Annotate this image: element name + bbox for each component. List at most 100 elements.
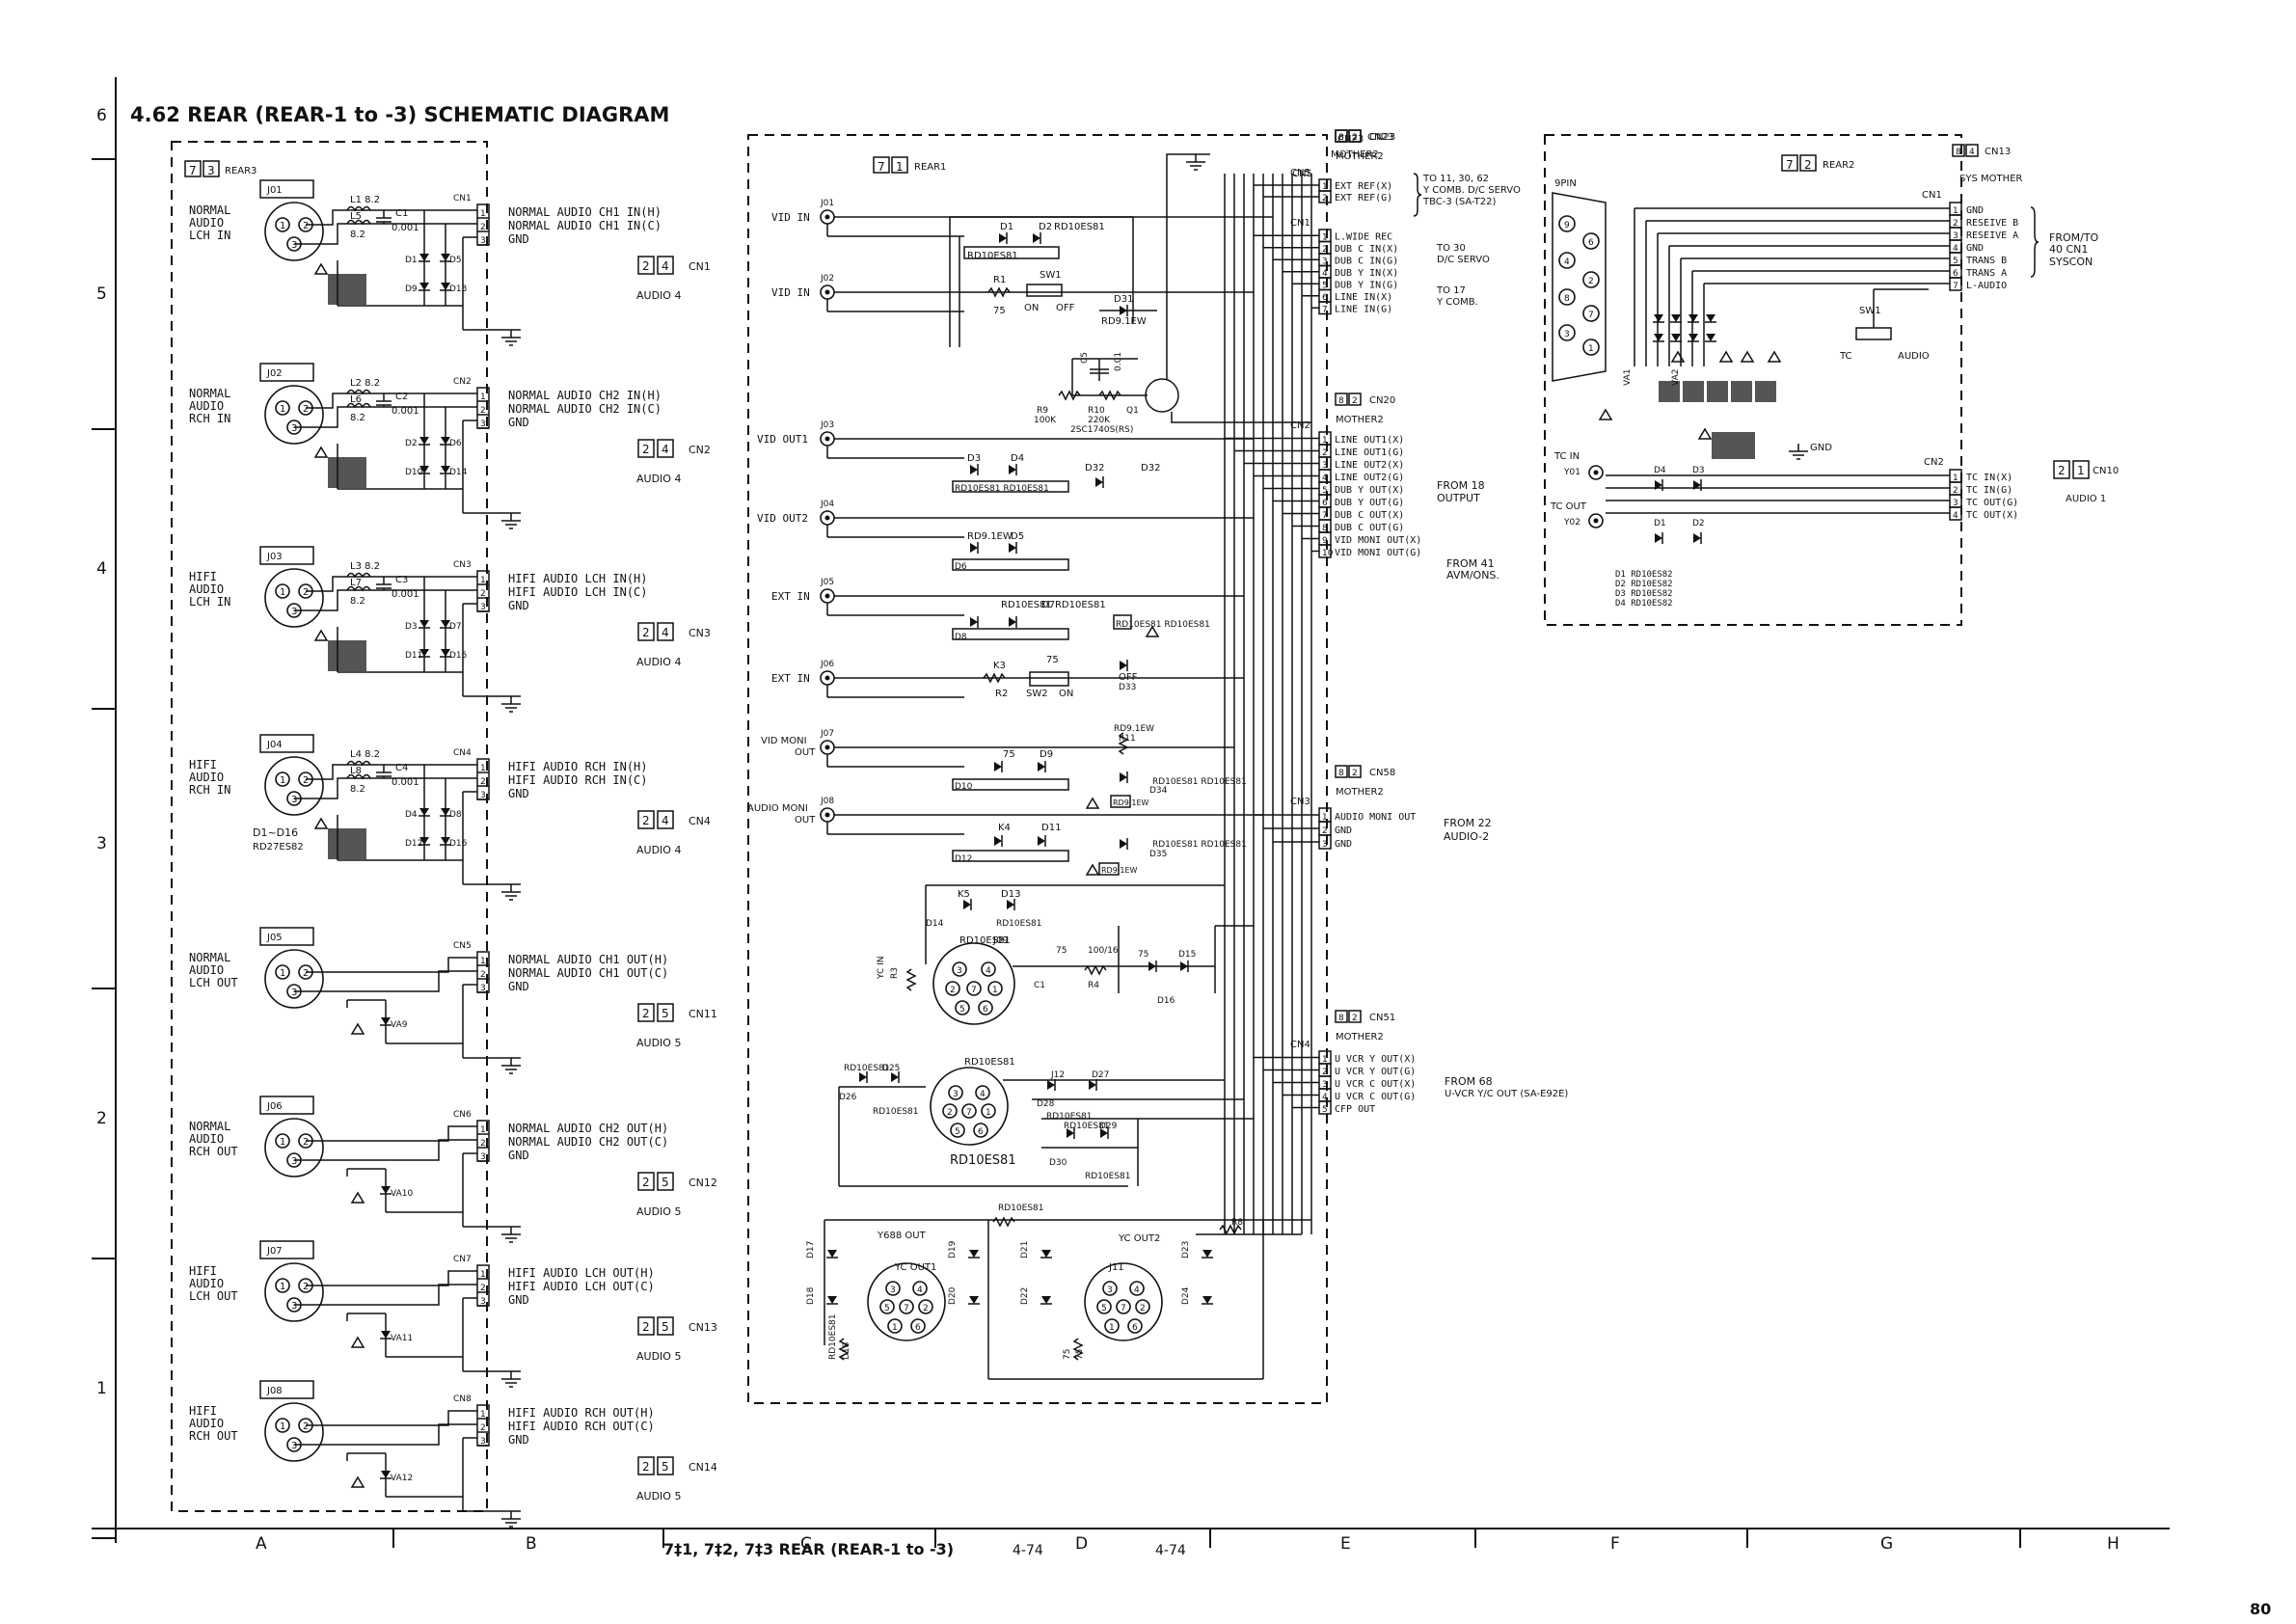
dest-num: 2 [642, 814, 650, 827]
cn-pin-num: 7 [1953, 282, 1958, 291]
cn-label: CN2 [453, 377, 472, 387]
cn-pin-name: RESEIVE A [1966, 230, 2018, 241]
header-cn: CN58 [1369, 768, 1395, 778]
jack-name: AUDIO [189, 1277, 224, 1290]
warning-triangle-icon [313, 446, 329, 458]
diode-symbol [1033, 232, 1041, 244]
part-label: RD10ES81 [967, 251, 1018, 261]
part-label: D32 [1141, 463, 1160, 474]
dsub-pin [1558, 324, 1576, 341]
grid-col-G: G [1880, 1534, 1893, 1554]
resistor-symbol [1084, 964, 1107, 976]
dest-num: 2 [642, 443, 650, 456]
diode-symbol [1202, 1250, 1213, 1259]
diode-label: D8 [449, 810, 462, 820]
grid-row-2: 2 [96, 1109, 107, 1128]
wire [294, 406, 477, 428]
diode-symbol [1040, 1296, 1052, 1305]
jack-tab [259, 927, 314, 946]
dest-label: FROM 18 [1437, 479, 1485, 492]
svg-text:7: 7 [1786, 158, 1794, 172]
diode-list: D1 RD10ES82 [1615, 570, 1673, 580]
inductor-label: L8 [350, 766, 362, 776]
diode-symbol [1040, 1250, 1052, 1259]
dest-label: SYSCON [2049, 256, 2093, 268]
jack-pin-num: 1 [280, 404, 285, 415]
cn-pin-num: 2 [480, 970, 486, 980]
part-label: OFF [1056, 303, 1075, 313]
svg-text:2: 2 [1352, 133, 1358, 143]
jack-id: J08 [820, 797, 834, 806]
signal-label: HIFI AUDIO RCH OUT(C) [508, 1420, 655, 1433]
inductor-symbol [346, 585, 371, 592]
diode-label: D2 [1692, 519, 1705, 528]
diode-symbol [419, 437, 430, 446]
svg-text:3: 3 [207, 164, 215, 177]
dsub-pin-num: 6 [1588, 238, 1594, 248]
diode-symbol [440, 283, 451, 291]
diode-note-part: RD27ES82 [253, 842, 304, 853]
part-label: 100K [1034, 416, 1057, 425]
cn-label: CN1 [453, 194, 472, 203]
box [637, 810, 655, 829]
grid-col-H: H [2107, 1534, 2120, 1554]
box [952, 628, 1069, 640]
cn-label: CN8 [453, 1394, 472, 1404]
header-num: 8 [1338, 769, 1344, 778]
box [1855, 327, 1892, 340]
part-label: D22 [1020, 1287, 1030, 1305]
part-label: D34 [1149, 786, 1168, 796]
cn-pin-num: 1 [480, 209, 486, 219]
wire [306, 576, 477, 592]
cn-label: CN1 [1922, 190, 1942, 201]
cn-pin-name: EXT REF(G) [1335, 193, 1392, 203]
ground-symbol [1789, 444, 1808, 460]
jack-name: AUDIO [189, 582, 224, 596]
diode-symbol [1095, 476, 1104, 488]
cn-label: CN2 [1924, 457, 1944, 468]
signal-label: GND [508, 599, 529, 612]
jack-pin-num: 1 [992, 986, 998, 995]
footer-code-2: 4-74 [1155, 1543, 1186, 1558]
jack-name: AUDIO MONI [747, 803, 808, 814]
diode-label: D15 [449, 651, 467, 661]
cn-label: CN1 [1290, 218, 1310, 229]
resistor-symbol [838, 1338, 850, 1361]
header-name: MOTHER2 [1336, 1032, 1384, 1042]
rca-jack-icon [820, 209, 835, 225]
varistor-label: VA10 [391, 1189, 413, 1199]
box [657, 1316, 674, 1336]
box [1348, 129, 1362, 143]
box [1335, 765, 1348, 778]
cn-pin-name: TRANS A [1966, 268, 2007, 279]
cn-pin-num: 1 [1322, 436, 1328, 446]
jack-pin-num: 2 [1140, 1304, 1146, 1313]
dsub-pin-num: 4 [1564, 257, 1570, 267]
part-label: D20 [948, 1286, 958, 1305]
signal-label: HIFI AUDIO RCH IN(C) [508, 773, 648, 787]
part-label: ON [1059, 689, 1073, 699]
grid-row-6: 6 [96, 106, 107, 125]
part-label: D11 [1041, 823, 1061, 833]
xlr-jack-icon [264, 202, 324, 261]
cn-pin-name: LINE OUT1(G) [1335, 447, 1404, 458]
part-label: 0.01 [1114, 352, 1123, 371]
jack-pin [1127, 1318, 1143, 1334]
part-label: D25 [882, 1064, 900, 1073]
jack-pin-num: 1 [280, 1282, 285, 1292]
jack-pin [275, 964, 290, 980]
xlr-jack-icon [264, 1118, 324, 1177]
part-label: D18 [842, 1341, 851, 1360]
hatched-varistor [1755, 381, 1776, 402]
part-label: J12 [1050, 1070, 1065, 1080]
grid-col-B: B [526, 1534, 537, 1554]
jack-pin-num: 4 [980, 1090, 986, 1099]
jack-pin-num: 3 [291, 795, 297, 805]
signal-label: NORMAL AUDIO CH2 IN(C) [508, 402, 662, 416]
jack-name: RCH IN [189, 412, 230, 425]
diode-symbol [419, 466, 430, 474]
